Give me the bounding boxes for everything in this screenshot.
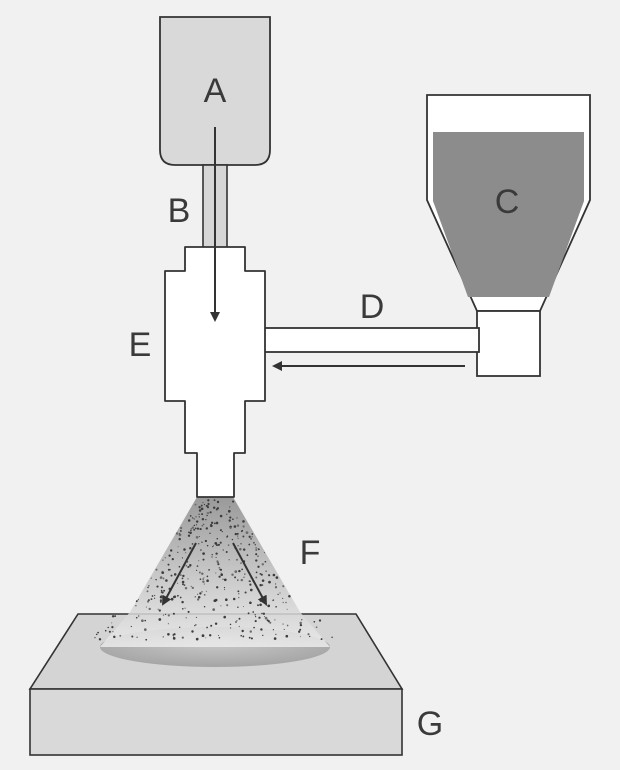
label-d: D <box>360 288 385 326</box>
label-f: F <box>300 534 321 572</box>
label-e: E <box>129 326 152 364</box>
hopper-outlet <box>476 310 541 377</box>
label-a: A <box>204 72 227 110</box>
label-c: C <box>495 183 520 221</box>
label-g: G <box>417 705 443 743</box>
spray-arrow-left <box>162 542 197 606</box>
substrate-front-face <box>29 688 403 756</box>
spray-gun-body <box>164 246 266 498</box>
powder-hopper <box>426 94 591 377</box>
label-b: B <box>168 192 191 230</box>
spray-plume <box>94 497 333 647</box>
powder-feed-line <box>261 327 480 353</box>
hopper-powder <box>433 132 584 297</box>
gas-tank <box>159 16 271 166</box>
spray-cone <box>100 497 330 647</box>
spray-particles <box>94 499 333 641</box>
spray-arrow-right <box>232 542 267 606</box>
